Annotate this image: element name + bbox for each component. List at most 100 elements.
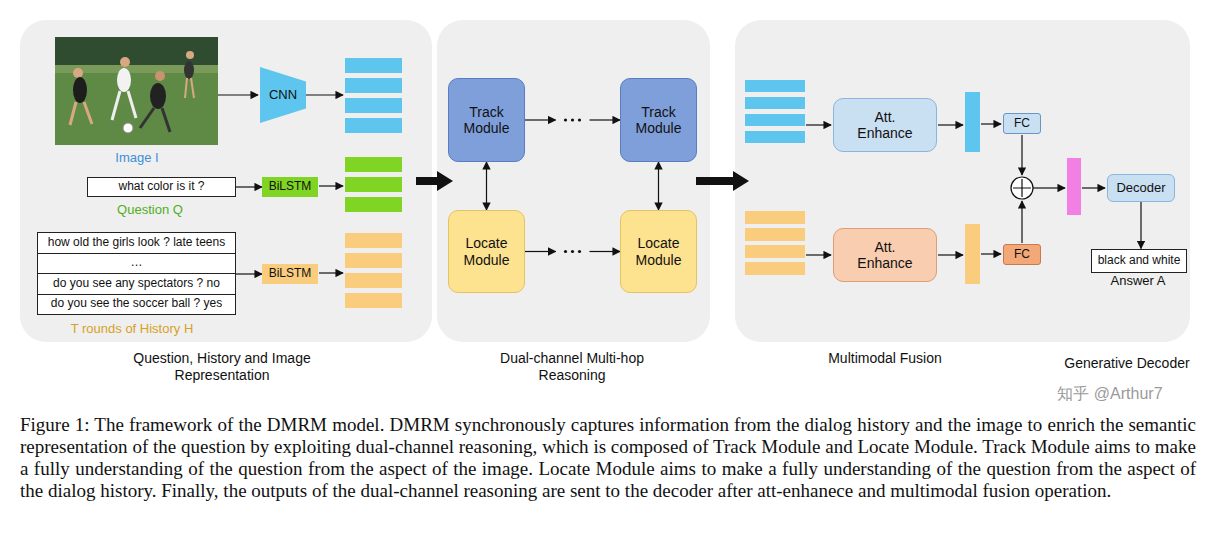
sum-circle (1011, 177, 1033, 199)
process-box: FC (1003, 113, 1041, 134)
question-feature-bars (345, 157, 402, 212)
node-text: FC (1014, 248, 1030, 262)
arrow (981, 253, 1001, 254)
connector-line (590, 119, 621, 120)
process-box: Decoder (1107, 174, 1175, 202)
section-label: Dual-channel Multi-hop Reasoning (487, 350, 657, 384)
node-text: black and white (1098, 254, 1181, 268)
arrow (938, 124, 963, 125)
ellipsis-dot (564, 250, 567, 253)
section-label: Multimodal Fusion (795, 350, 975, 367)
stage-panel: Question, History and Image Representati… (20, 20, 432, 342)
feature-bar (745, 131, 805, 143)
process-box: BiLSTM (262, 264, 318, 284)
feature-bar (745, 245, 805, 258)
node-text: Att. Enhance (848, 239, 922, 271)
feature-bar (745, 114, 805, 126)
connector (236, 274, 262, 275)
node-text: Track Module (452, 104, 521, 136)
node-text: Track Module (624, 104, 693, 136)
feature-bar (345, 118, 402, 133)
image-caption: Image I (27, 150, 247, 166)
node-text: Decoder (1116, 181, 1165, 196)
player-head (155, 71, 165, 81)
section-label: Question, History and Image Representati… (117, 350, 327, 384)
player-body (184, 61, 194, 79)
connector (486, 162, 487, 210)
question-caption: Question Q (40, 202, 260, 218)
arrow (806, 254, 831, 255)
flow-arrow-shape (416, 171, 453, 191)
feature-bar (745, 211, 805, 224)
feature-bar (345, 177, 402, 192)
ellipsis-dot (571, 250, 574, 253)
image-feature-bars (345, 58, 402, 133)
connector-line (236, 186, 262, 187)
process-box: BiLSTM (262, 177, 318, 197)
arrow (319, 185, 343, 186)
connector-line (236, 273, 262, 274)
player-legs (112, 91, 136, 120)
connector-line (486, 162, 487, 210)
flow-arrow (696, 171, 749, 191)
enhanced-bar (965, 224, 980, 284)
node-text: FC (1014, 117, 1030, 131)
arrow (1021, 135, 1022, 175)
arrow (1021, 201, 1022, 243)
track-output-bars (745, 80, 805, 143)
process-box: what color is it ? (87, 177, 236, 197)
flow-arrow (416, 171, 453, 191)
connector-line (590, 251, 621, 252)
connector (525, 250, 620, 253)
arrow (319, 272, 343, 273)
feature-bar (345, 233, 402, 248)
figure-caption: Figure 1: The framework of the DMRM mode… (20, 414, 1196, 502)
history-row: do you see the soccer ball ? yes (38, 295, 235, 315)
feature-bar (345, 98, 402, 113)
trapezoid-fill (260, 67, 306, 123)
arrow (1082, 187, 1105, 188)
stage-panel: Multimodal FusionAtt. EnhanceAtt. Enhanc… (735, 20, 1190, 342)
enhanced-bar (965, 92, 980, 152)
node-text: BiLSTM (269, 180, 312, 194)
connector-line (658, 162, 659, 210)
arrow (981, 123, 1001, 124)
process-box: Att. Enhance (833, 228, 937, 282)
player-body (150, 83, 166, 109)
locate-output-bars (745, 211, 805, 275)
process-box: Locate Module (620, 210, 697, 293)
fused-bar (1067, 158, 1081, 215)
process-box: FC (1003, 244, 1041, 265)
ellipsis-dot (578, 250, 581, 253)
feature-bar (345, 253, 402, 268)
player-body (73, 77, 87, 103)
connector-line (1140, 202, 1141, 249)
answer-caption: Answer A (1028, 273, 1211, 289)
arrow (306, 94, 343, 95)
history-row: do you see any spectators ? no (38, 274, 235, 295)
connector-line (525, 119, 556, 120)
node-text: CNN (269, 88, 297, 103)
photo-trees (55, 37, 218, 65)
node-text: what color is it ? (118, 180, 204, 194)
process-box: Track Module (620, 78, 697, 162)
flow-arrow-shape (696, 171, 749, 191)
ellipsis-dot (564, 118, 567, 121)
photo-grass (55, 37, 218, 145)
feature-bar (345, 197, 402, 212)
section-label: Generative Decoder (1017, 355, 1211, 371)
player-head (120, 57, 130, 67)
feature-bar (345, 58, 402, 73)
node-text: Locate Module (452, 235, 521, 267)
feature-bar (745, 262, 805, 275)
photo-field-edge (55, 65, 218, 73)
sum-plus (1013, 179, 1031, 197)
sum-symbol (1011, 177, 1033, 199)
ellipsis-dot (578, 118, 581, 121)
feature-bar (345, 293, 402, 308)
process-box: black and white (1091, 249, 1187, 273)
history-row: … (38, 254, 235, 275)
player-legs (140, 108, 170, 132)
process-box: Locate Module (448, 210, 525, 293)
